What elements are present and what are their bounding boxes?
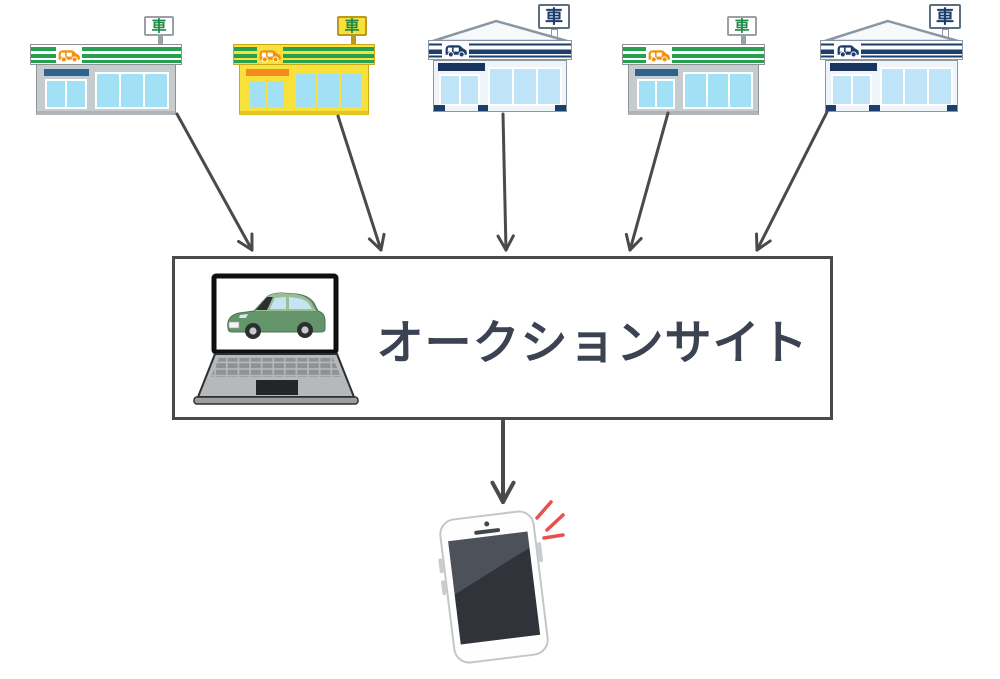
storefront-windows (683, 71, 753, 110)
entrance-windows (439, 74, 481, 106)
car-sign-label: 車 (734, 17, 750, 35)
building-body (825, 60, 958, 112)
laptop-with-car-icon (192, 270, 360, 408)
auction-site-title: オークションサイト (376, 315, 809, 369)
car-sign-label: 車 (936, 6, 954, 27)
car-sign-label: 車 (545, 6, 563, 27)
car-sign: 車 (538, 4, 570, 29)
car-dealer-building-4: 車 (622, 16, 765, 115)
base-accent (869, 105, 880, 111)
building-body (433, 60, 567, 112)
phone-screen (448, 531, 541, 645)
awning (246, 68, 289, 76)
car-dealer-building-2: 車 (233, 16, 375, 115)
striped-fascia (30, 44, 182, 65)
base-accent (477, 105, 489, 111)
storefront-windows (94, 71, 170, 110)
van-icon (55, 45, 82, 64)
storefront-windows (488, 67, 563, 106)
van-icon (834, 41, 862, 59)
car-sign: 車 (727, 16, 757, 36)
car-sign-label: 車 (151, 17, 167, 35)
sign-post (351, 36, 356, 46)
van-icon (646, 45, 673, 64)
building-body (628, 64, 759, 115)
entrance-windows (45, 79, 87, 110)
car-dealer-building-3: 車 (428, 4, 572, 112)
awning (43, 68, 90, 76)
awning (635, 68, 678, 76)
smartphone-icon (437, 508, 551, 666)
van-icon (257, 45, 284, 64)
entrance-windows (636, 79, 676, 110)
van-icon (442, 41, 470, 59)
striped-fascia (233, 44, 375, 65)
car-dealer-building-1: 車 (30, 16, 182, 115)
sign-post (741, 36, 746, 46)
awning (437, 63, 486, 71)
car-sign-label: 車 (344, 17, 360, 35)
base-accent (555, 105, 566, 111)
entrance-windows (247, 79, 287, 110)
base-accent (826, 105, 837, 111)
car-dealer-building-5: 車 (820, 4, 963, 112)
base-accent (434, 105, 445, 111)
building-body (36, 64, 176, 115)
phone-camera-dot (483, 521, 490, 527)
awning (829, 63, 878, 71)
building-body (239, 64, 369, 115)
car-sign: 車 (929, 4, 961, 29)
car-sign: 車 (337, 16, 367, 36)
storefront-windows (293, 71, 363, 110)
storefront-windows (879, 67, 954, 106)
entrance-windows (831, 74, 872, 106)
car-sign: 車 (144, 16, 174, 36)
sign-post (158, 36, 163, 46)
base-accent (946, 105, 957, 111)
striped-fascia (622, 44, 765, 65)
